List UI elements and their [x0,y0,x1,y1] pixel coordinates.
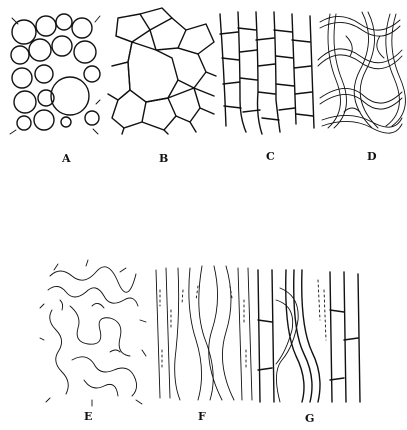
panel-e-convoluted-cells [40,260,146,406]
panel-f-long-fibers [156,266,252,400]
panel-label-e: E [84,410,92,423]
panel-label-b: B [159,152,168,165]
panel-label-f: F [198,410,206,423]
panel-label-d: D [367,150,377,163]
panel-label-a: A [61,152,71,165]
panel-b-polygonal-cells [108,8,216,134]
panel-d-interwoven-hyphae [318,12,405,133]
panel-label-g: G [305,412,314,425]
panel-c-elongated-cells [220,12,314,134]
panel-a-rounded-cells [10,14,100,134]
panel-g-vessel-elements [258,270,360,402]
panel-label-c: C [266,150,275,163]
